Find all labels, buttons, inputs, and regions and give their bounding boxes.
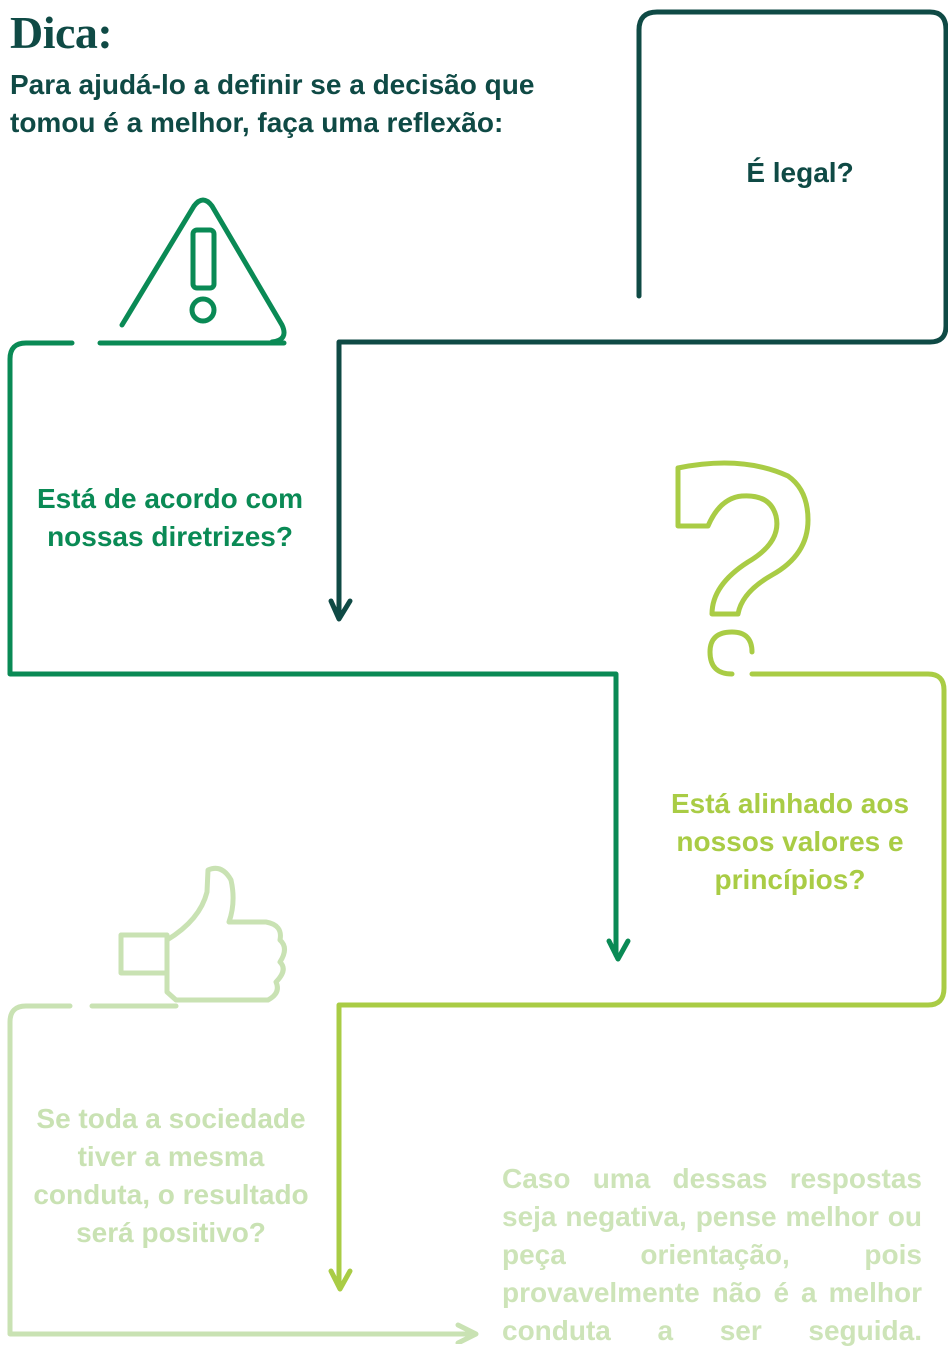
connector-valores [336,671,947,1287]
question-legal: É legal? [746,157,854,188]
question-mark-icon [675,460,811,677]
question-diretrizes: Está de acordo com nossas diretrizes? [36,483,304,552]
arrowhead-diretrizes [606,938,631,962]
arrowhead-legal [328,598,353,622]
arrowhead-sociedade [455,1322,479,1344]
question-sociedade: Se toda a sociedade tiver a mesma condut… [33,1103,309,1248]
question-valores: Está alinhado aos nossos valores e princ… [670,788,910,895]
closing-advice: Caso uma dessas respostas seja negativa,… [502,1163,922,1346]
thumbs-up-icon [118,865,287,1003]
arrowhead-valores [328,1268,353,1292]
page-subtitle: Para ajudá-lo a definir se a decisão que… [10,69,535,138]
connector-legal [336,9,948,618]
connector-diretrizes [7,340,619,958]
connector-sociedade [7,1003,473,1337]
page-title: Dica: [10,7,113,58]
warning-icon [119,197,287,345]
